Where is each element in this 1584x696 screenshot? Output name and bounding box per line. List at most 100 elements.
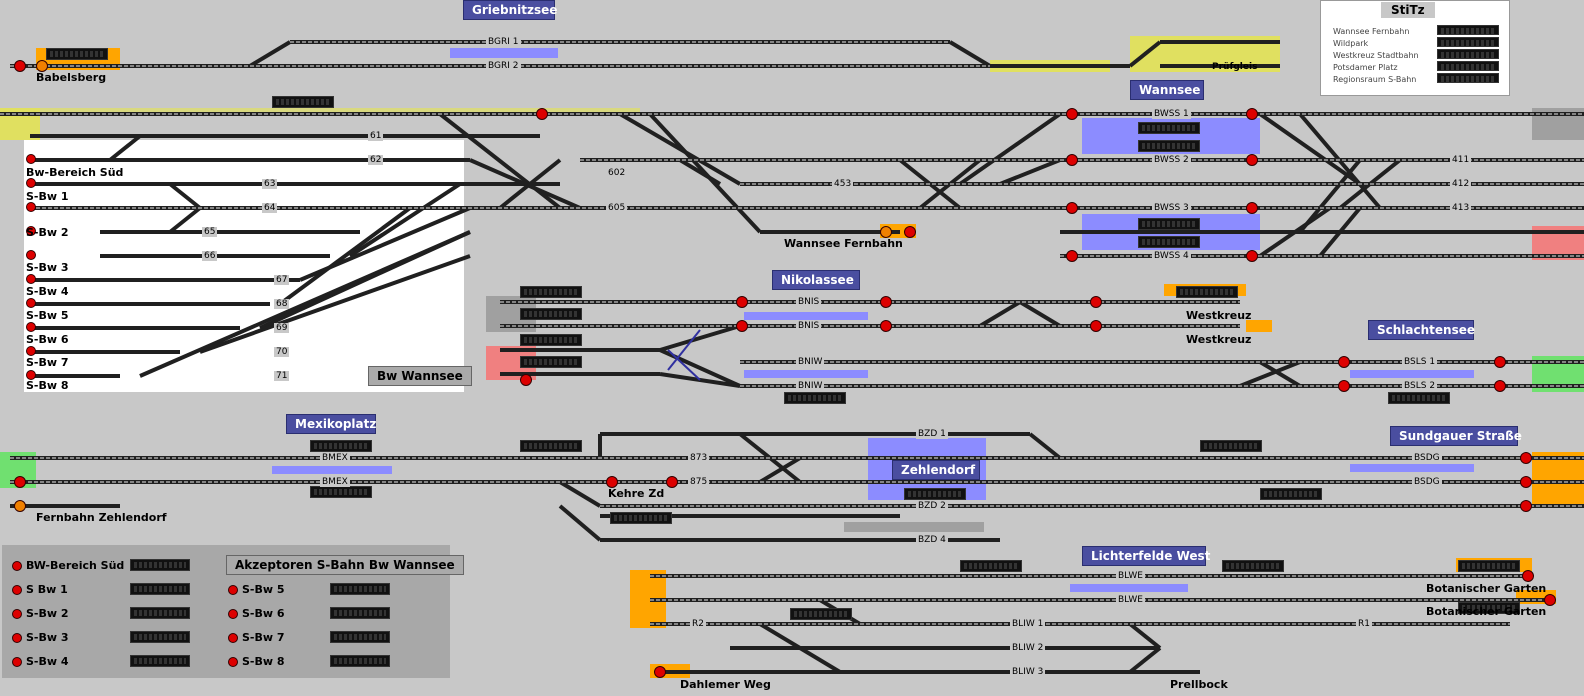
display-nik-5 xyxy=(784,392,846,404)
signal-red-icon[interactable] xyxy=(26,322,36,332)
track-label-bniw1: BNIW xyxy=(796,357,825,367)
signal-red-icon[interactable] xyxy=(666,476,678,488)
stitz-row[interactable]: Westkreuz Stadtbahn xyxy=(1333,51,1419,60)
track-label-64: 64 xyxy=(262,203,278,213)
signal-red-icon[interactable] xyxy=(26,250,36,260)
display-mex-1 xyxy=(310,440,372,452)
signal-red-icon[interactable] xyxy=(1494,356,1506,368)
signal-red-icon[interactable] xyxy=(1090,296,1102,308)
stitz-row[interactable]: Wannsee Fernbahn xyxy=(1333,27,1410,36)
track-label-r2: R2 xyxy=(690,619,706,629)
signal-red-icon[interactable] xyxy=(26,202,36,212)
signal-red-icon[interactable] xyxy=(26,274,36,284)
bw-wannsee-title[interactable]: Bw Wannsee xyxy=(368,366,472,386)
track-label-71: 71 xyxy=(274,371,290,381)
track-label-62: 62 xyxy=(368,155,384,165)
stitz-title: StiTz xyxy=(1381,2,1435,18)
signal-red-icon[interactable] xyxy=(14,60,26,72)
stitz-display xyxy=(1437,49,1499,59)
track-label-bmex2: BMEX xyxy=(320,477,350,487)
signal-red-icon[interactable] xyxy=(1544,594,1556,606)
signal-red-icon[interactable] xyxy=(1246,154,1258,166)
legend-item[interactable]: S-Bw 4 xyxy=(12,655,69,668)
signal-red-icon[interactable] xyxy=(1338,380,1350,392)
display-sdg-1 xyxy=(1200,440,1262,452)
station-mexikoplatz[interactable]: Mexikoplatz xyxy=(286,414,376,434)
track-label-bliw1: BLIW 1 xyxy=(1010,619,1046,629)
signal-red-icon[interactable] xyxy=(14,500,26,512)
label-dahlemer: Dahlemer Weg xyxy=(680,678,771,691)
signal-red-icon[interactable] xyxy=(736,320,748,332)
signal-red-icon[interactable] xyxy=(736,296,748,308)
signal-red-icon[interactable] xyxy=(1520,452,1532,464)
signal-red-icon[interactable] xyxy=(1246,250,1258,262)
legend-item[interactable]: S-Bw 2 xyxy=(12,607,69,620)
signal-red-icon[interactable] xyxy=(606,476,618,488)
signal-red-icon[interactable] xyxy=(26,154,36,164)
signal-red-icon[interactable] xyxy=(26,298,36,308)
signal-red-icon[interactable] xyxy=(654,666,666,678)
legend-label: BW-Bereich Süd xyxy=(26,559,125,572)
signal-red-icon[interactable] xyxy=(36,60,48,72)
stitz-row[interactable]: Potsdamer Platz xyxy=(1333,63,1398,72)
legend-item[interactable]: S-Bw 5 xyxy=(228,583,285,596)
legend-display xyxy=(130,583,190,595)
signal-red-icon[interactable] xyxy=(1522,570,1534,582)
legend-item[interactable]: S Bw 1 xyxy=(12,583,68,596)
station-zehlendorf[interactable]: Zehlendorf xyxy=(892,460,980,480)
signal-red-icon[interactable] xyxy=(880,296,892,308)
legend-item[interactable]: BW-Bereich Süd xyxy=(12,559,124,572)
legend-label: S Bw 1 xyxy=(26,583,68,596)
legend-label: S-Bw 7 xyxy=(242,631,285,644)
stitz-row[interactable]: Regionsraum S-Bahn xyxy=(1333,75,1417,84)
legend-item[interactable]: S-Bw 8 xyxy=(228,655,285,668)
display-babelsberg xyxy=(46,48,108,60)
station-nikolassee[interactable]: Nikolassee xyxy=(772,270,860,290)
track-label-61: 61 xyxy=(368,131,384,141)
signal-red-icon[interactable] xyxy=(1066,154,1078,166)
track-label-68: 68 xyxy=(274,299,290,309)
signal-red-icon[interactable] xyxy=(520,374,532,386)
display-nik-1 xyxy=(520,286,582,298)
signal-red-icon[interactable] xyxy=(1066,108,1078,120)
station-schlachtensee[interactable]: Schlachtensee xyxy=(1368,320,1475,340)
display-wannsee-4 xyxy=(1138,236,1200,248)
legend-item[interactable]: S-Bw 3 xyxy=(12,631,69,644)
signal-red-icon[interactable] xyxy=(904,226,916,238)
station-griebnitzsee[interactable]: Griebnitzsee xyxy=(463,0,557,20)
display-zd-3 xyxy=(610,512,672,524)
signal-red-icon[interactable] xyxy=(1090,320,1102,332)
legend-item[interactable]: S-Bw 7 xyxy=(228,631,285,644)
legend-label: S-Bw 6 xyxy=(242,607,285,620)
platform-mexikoplatz xyxy=(272,466,392,474)
signal-red-icon[interactable] xyxy=(880,320,892,332)
signal-red-icon[interactable] xyxy=(1066,202,1078,214)
track-label-blwe1: BLWE xyxy=(1116,571,1145,581)
signal-red-icon[interactable] xyxy=(1246,202,1258,214)
station-wannsee[interactable]: Wannsee xyxy=(1130,80,1204,100)
signal-red-icon[interactable] xyxy=(1338,356,1350,368)
legend-item[interactable]: S-Bw 6 xyxy=(228,607,285,620)
display-lw-5 xyxy=(1458,602,1520,614)
signal-red-icon[interactable] xyxy=(26,178,36,188)
signal-red-icon[interactable] xyxy=(1066,250,1078,262)
signal-red-icon[interactable] xyxy=(14,476,26,488)
signal-red-icon[interactable] xyxy=(26,346,36,356)
signal-red-icon[interactable] xyxy=(880,226,892,238)
track-label-bniw2: BNIW xyxy=(796,381,825,391)
signal-red-icon[interactable] xyxy=(536,108,548,120)
stitz-row[interactable]: Wildpark xyxy=(1333,39,1369,48)
signal-red-icon[interactable] xyxy=(1520,500,1532,512)
legend-right-title: Akzeptoren S-Bahn Bw Wannsee xyxy=(226,555,464,575)
signal-red-icon[interactable] xyxy=(1246,108,1258,120)
signal-red-icon[interactable] xyxy=(26,370,36,380)
display-nik-4 xyxy=(520,356,582,368)
display-wk xyxy=(1176,286,1238,298)
station-sundgauer[interactable]: Sundgauer Straße xyxy=(1390,426,1522,446)
signal-red-icon[interactable] xyxy=(26,226,36,236)
signal-red-icon[interactable] xyxy=(1494,380,1506,392)
station-lichterfelde[interactable]: Lichterfelde West xyxy=(1082,546,1210,566)
stitz-display xyxy=(1437,61,1499,71)
signal-red-icon[interactable] xyxy=(1520,476,1532,488)
display-bw-top xyxy=(272,96,334,108)
